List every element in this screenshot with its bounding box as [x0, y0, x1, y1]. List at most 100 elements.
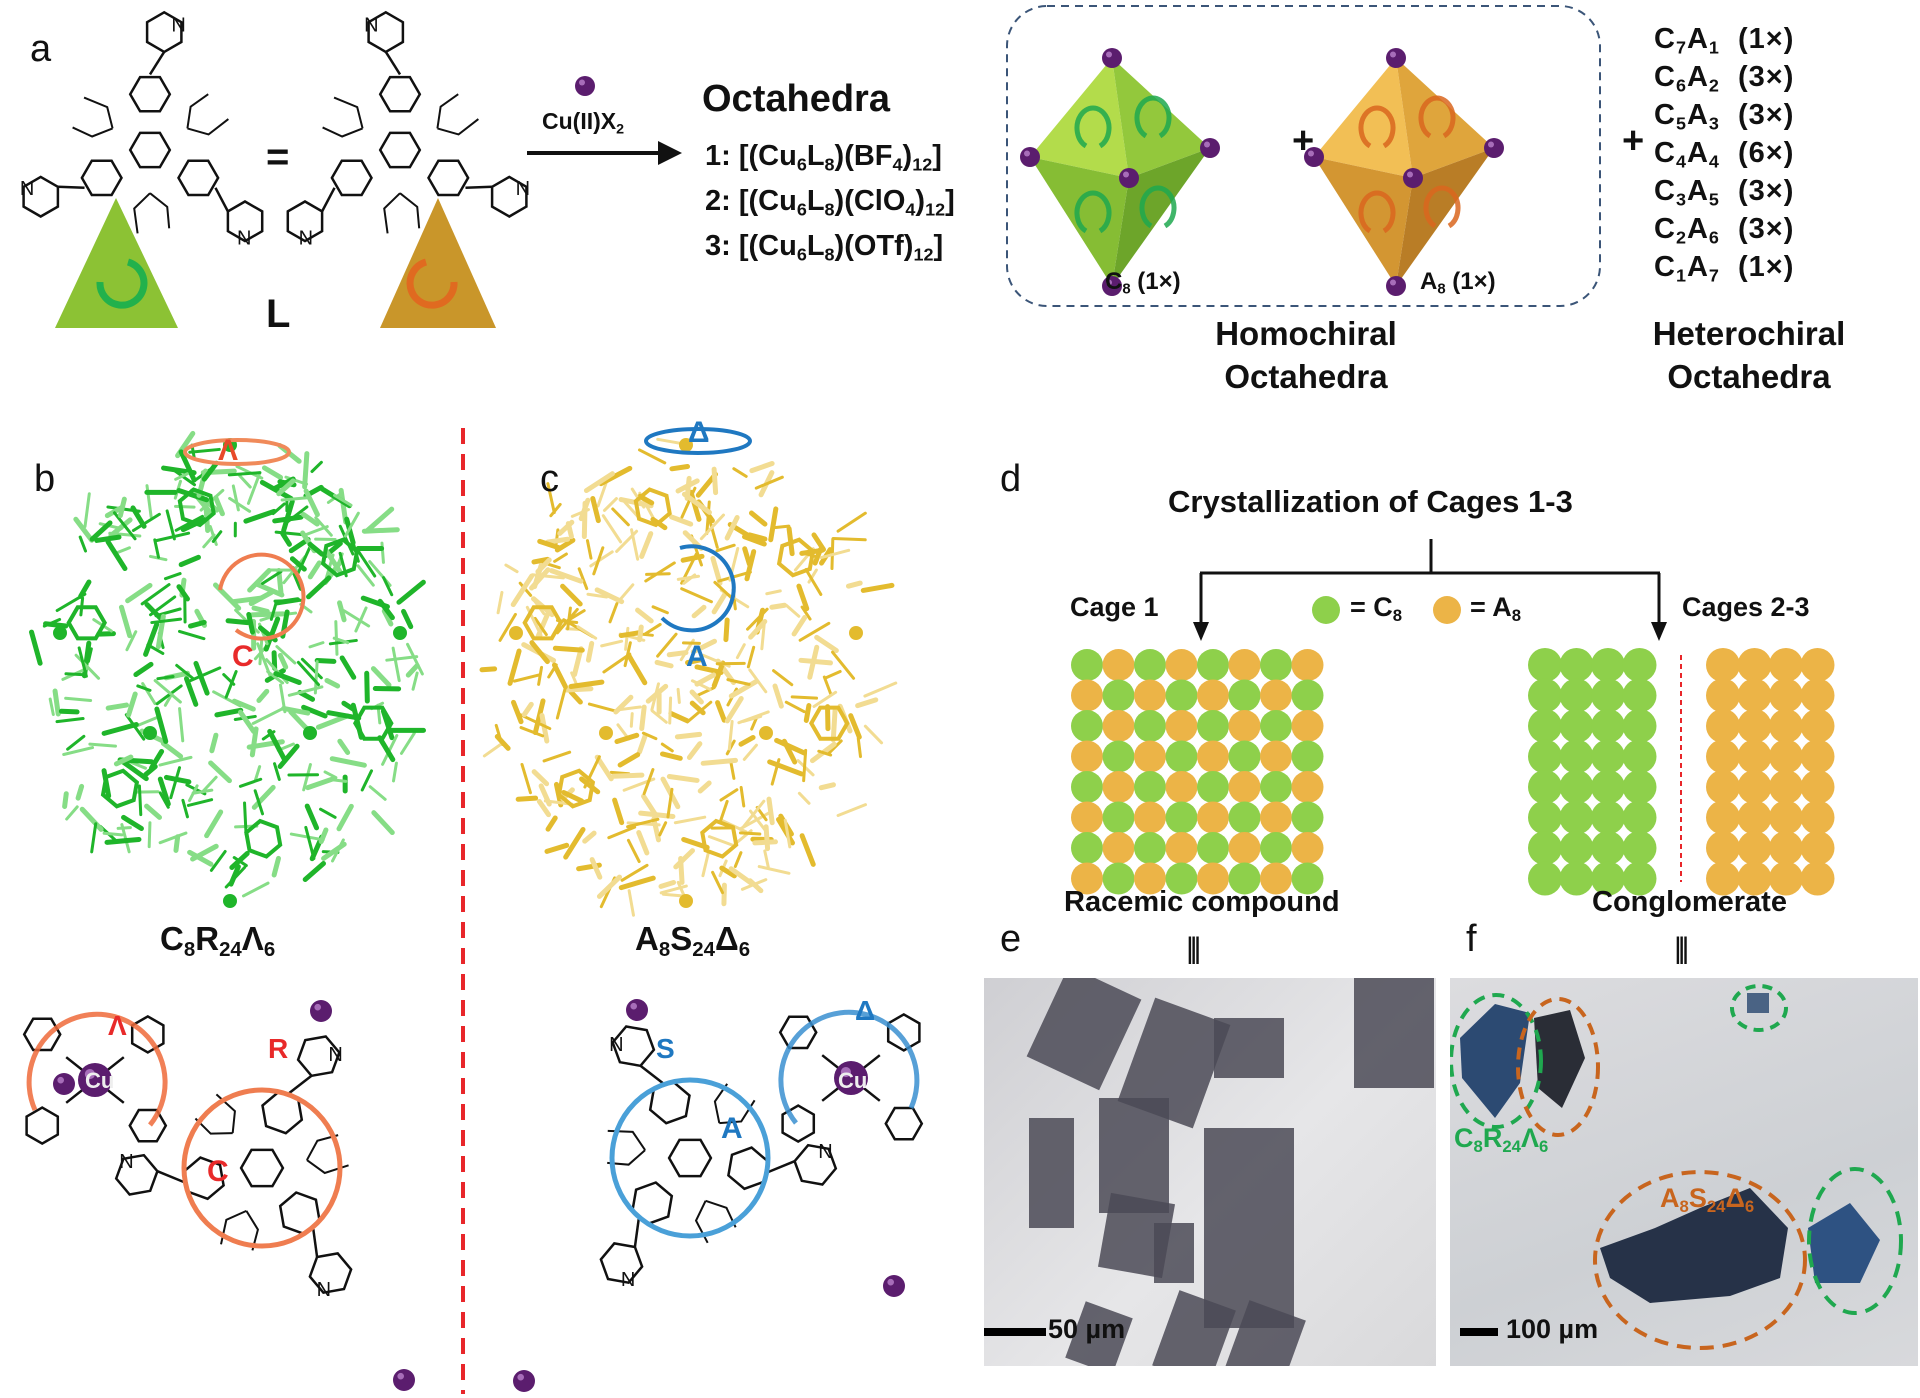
cage-bond: [273, 598, 305, 603]
cage-bond: [685, 657, 703, 666]
conglomerate-c8-cage: [1528, 709, 1562, 743]
cage-bond: [651, 816, 662, 843]
cage-bond: [548, 568, 584, 584]
benzene-ring: [886, 1012, 921, 1052]
cage-metal-node: [223, 894, 237, 908]
cage-bond: [183, 676, 199, 707]
benzene-ring: [114, 1153, 159, 1196]
equals-sign: =: [266, 135, 290, 179]
ethyl-group: [333, 96, 364, 129]
cage-metal-node: [303, 726, 317, 740]
cage-bond: [303, 488, 320, 517]
cage-bond: [175, 663, 195, 681]
cage-bond: [113, 754, 134, 767]
heterochiral-item: C6A2 (3×): [1654, 58, 1794, 96]
cage-bond: [136, 684, 152, 692]
benzene-ring: [296, 1035, 341, 1078]
ligand-structure: NNN: [286, 10, 530, 249]
cu-label-b: Cu: [85, 1068, 115, 1093]
cage-bond: [596, 874, 623, 899]
racemic-lattice-cage: [1291, 679, 1324, 712]
racemic-lattice-cage: [1197, 679, 1229, 712]
cage-bond: [774, 524, 791, 530]
cage-bond: [532, 698, 546, 736]
cage-bond: [58, 708, 80, 715]
cage-bond: [231, 484, 240, 512]
nitrogen-atom: N: [299, 227, 313, 249]
cage-bond: [406, 642, 424, 676]
conglomerate-c8-cage: [1528, 739, 1562, 774]
cage-bond: [302, 861, 326, 882]
subscript: 8: [658, 938, 671, 962]
cage-bond: [238, 474, 252, 489]
cage-bond: [276, 478, 296, 497]
copper-ion-sphere: [393, 1369, 415, 1391]
cage-bond: [827, 739, 843, 756]
cage-bond: [105, 702, 129, 711]
cage-bond: [620, 497, 640, 519]
text-segment: C: [1654, 175, 1676, 207]
copper-complex: [22, 1011, 168, 1146]
conglomerate-c8-cage: [1622, 709, 1657, 743]
cage-bond: [735, 643, 746, 660]
nitrogen-atom: N: [237, 227, 251, 249]
formula-2: 2: [(Cu6L8)(ClO4)12]: [705, 185, 955, 218]
cage-bond: [273, 671, 302, 685]
cage-bond: [64, 672, 84, 677]
cage-ring: [556, 768, 596, 809]
cage-bond: [65, 805, 79, 821]
cage-bond: [690, 638, 718, 655]
cage-bond: [804, 567, 823, 596]
cage-bond: [228, 496, 252, 513]
cage-bond: [772, 669, 794, 687]
cage-bond: [79, 806, 104, 832]
cage-bond: [130, 505, 147, 529]
cage-bond: [256, 642, 272, 677]
cage-bond: [626, 652, 648, 686]
crystal: [1154, 1223, 1194, 1283]
cage-bond: [249, 611, 286, 618]
circular-arrow-icon: [1134, 95, 1172, 139]
cage-bond: [131, 512, 161, 533]
delta-detail: Δ: [855, 995, 876, 1026]
racemic-lattice-cage: [1071, 801, 1103, 834]
cage-bond: [635, 607, 654, 624]
conglomerate-c8-cage: [1559, 800, 1594, 835]
racemic-lattice-cage: [1291, 710, 1324, 742]
label-a8s24-delta6: A8S24Δ6: [1660, 1183, 1754, 1215]
copper-ion-sphere: [626, 999, 648, 1021]
equivalence-f: |||: [1674, 932, 1690, 965]
cage-bond: [785, 603, 801, 618]
crystal: [1117, 997, 1231, 1129]
cage-bond: [831, 650, 856, 680]
text-segment: )(ClO: [834, 185, 906, 217]
racemic-lattice-cage: [1165, 679, 1198, 712]
panel-label-e: e: [1000, 918, 1022, 960]
cage-bond: [249, 726, 259, 758]
cage-bond: [639, 531, 654, 559]
ethyl-group: [133, 192, 151, 234]
cage-bond: [811, 532, 826, 552]
cage-bond: [564, 686, 594, 693]
chirality-triangle-clockwise: [55, 198, 178, 328]
cage-bond: [686, 741, 703, 761]
cage-bond: [52, 688, 61, 717]
ethyl-group: [436, 93, 459, 129]
nitrogen-atom: N: [317, 1279, 331, 1301]
cage-bond: [608, 602, 619, 624]
cage-bond: [680, 587, 713, 604]
racemic-lattice-cage: [1260, 801, 1292, 834]
cage-bond: [310, 460, 323, 473]
cage-bond: [214, 707, 244, 718]
ethyl-group: [186, 93, 209, 129]
cage-bond: [555, 685, 568, 720]
cage-bond: [659, 884, 688, 895]
cage-bond: [246, 611, 256, 635]
cage-bond: [370, 666, 392, 688]
formula-number: 2:: [705, 185, 731, 217]
cage-ring: [808, 705, 850, 741]
cage-bond: [682, 573, 697, 585]
cage-bond: [150, 617, 183, 625]
subscript: 8: [1511, 606, 1522, 626]
subscript: 4: [1675, 151, 1687, 172]
